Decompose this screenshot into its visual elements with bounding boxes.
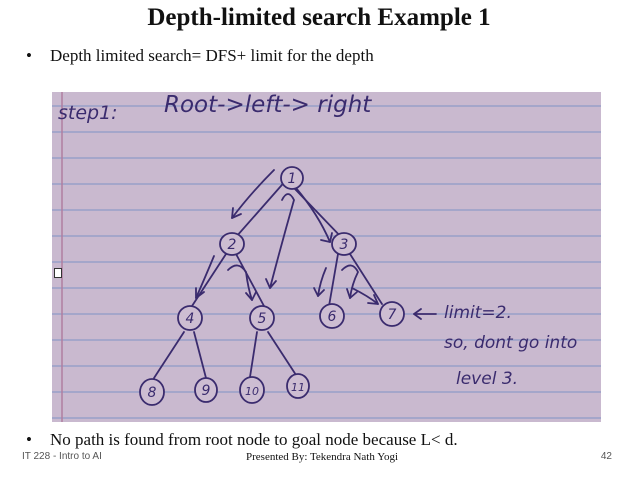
footer-presenter: Presented By: Tekendra Nath Yogi xyxy=(246,451,399,463)
bullet-1-text: Depth limited search= DFS+ limit for the… xyxy=(50,46,374,65)
note-line-2: level 3. xyxy=(456,369,518,389)
traversal-order-note: Root->left-> right xyxy=(164,92,372,118)
tree-node-9: 9 xyxy=(202,383,211,399)
tree-node-11: 11 xyxy=(291,381,305,394)
limit-note: limit=2. xyxy=(444,303,512,323)
bullet-1: • Depth limited search= DFS+ limit for th… xyxy=(26,46,374,66)
tree-node-1: 1 xyxy=(288,171,297,187)
step-heading: step1: xyxy=(58,102,118,124)
tree-node-7: 7 xyxy=(388,307,397,323)
handwritten-tree-photo: 1 2 3 4 5 6 7 8 9 10 11 step1: Root->lef… xyxy=(52,92,601,422)
footer-page-number: 42 xyxy=(600,451,612,462)
bullet-dot: • xyxy=(26,46,32,65)
tree-node-3: 3 xyxy=(340,237,349,253)
bullet-2: • No path is found from root node to goal… xyxy=(26,430,458,450)
tree-node-8: 8 xyxy=(148,385,157,401)
tree-node-4: 4 xyxy=(186,311,195,327)
slide-title: Depth-limited search Example 1 xyxy=(147,4,491,31)
tree-node-10: 10 xyxy=(245,385,259,398)
slide-marker xyxy=(54,268,62,278)
bullet-2-text: No path is found from root node to goal … xyxy=(50,430,458,449)
tree-node-5: 5 xyxy=(258,311,267,327)
bullet-dot: • xyxy=(26,430,32,449)
tree-node-6: 6 xyxy=(328,309,337,325)
footer-course: IT 228 - Intro to AI xyxy=(22,451,102,462)
tree-node-2: 2 xyxy=(228,237,237,253)
note-line-1: so, dont go into xyxy=(444,333,577,353)
